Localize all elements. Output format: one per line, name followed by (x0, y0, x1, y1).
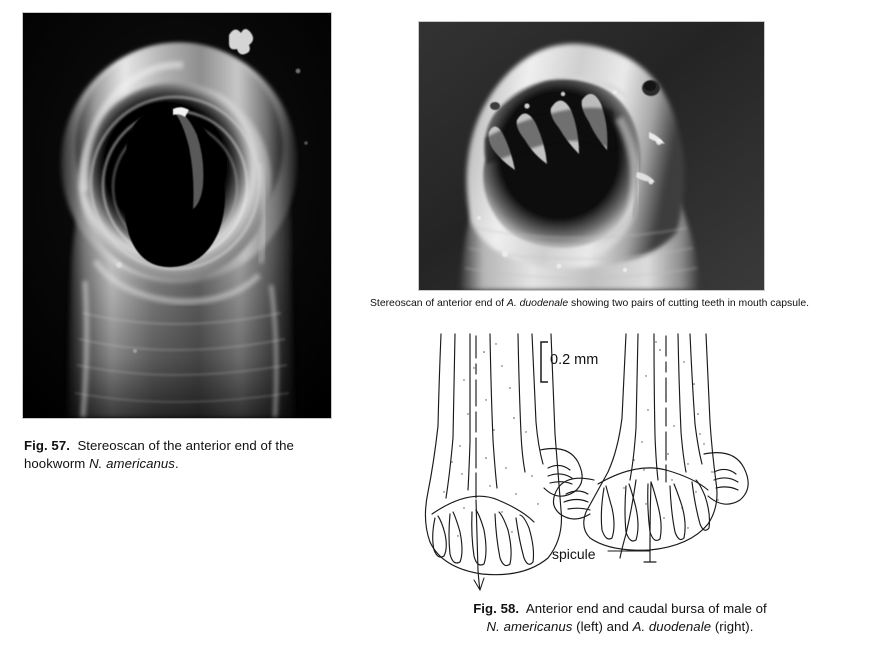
caption-text-mid: (left) and (572, 618, 633, 634)
caption-species: N. americanus (89, 455, 175, 471)
scale-bar (536, 338, 616, 386)
caption-line-2: N. americanus (left) and A. duodenale (r… (400, 618, 840, 636)
caption-fig-58: Fig. 58. Anterior end and caudal bursa o… (400, 600, 840, 636)
micrograph-ancylostoma-mouth-capsule (419, 22, 764, 290)
scale-bar-label: 0.2 mm (550, 352, 599, 368)
line-drawing-caudal-bursa (398, 322, 770, 594)
caption-text-lead: Stereoscan of the anterior end of the (77, 438, 294, 453)
caption-text-tail: (right). (711, 618, 754, 634)
caption-figure-number: Fig. 57. (24, 438, 70, 453)
caption-text-tail: . (174, 455, 179, 471)
spicule-label: spicule (552, 546, 596, 562)
micrograph-necator-anterior (23, 13, 331, 418)
caption-line-1: Fig. 58. Anterior end and caudal bursa o… (400, 600, 840, 618)
caption-figure-number: Fig. 58. (473, 601, 520, 616)
caption-text-lead: Stereoscan of anterior end of (370, 298, 507, 309)
caption-text-tail: showing two pairs of cutting teeth in mo… (568, 298, 810, 309)
caption-species-right: A. duodenale (632, 618, 712, 634)
caption-fig-57: Fig. 57. Stereoscan of the anterior end … (24, 437, 354, 473)
caption-text-mid: hookworm (24, 455, 90, 471)
caption-ancylostoma-stereoscan: Stereoscan of anterior end of A. duodena… (370, 297, 870, 311)
caption-text-lead: Anterior end and caudal bursa of male of (525, 601, 767, 616)
caption-species-left: N. americanus (486, 618, 573, 634)
caption-species: A. duodenale (506, 298, 569, 309)
